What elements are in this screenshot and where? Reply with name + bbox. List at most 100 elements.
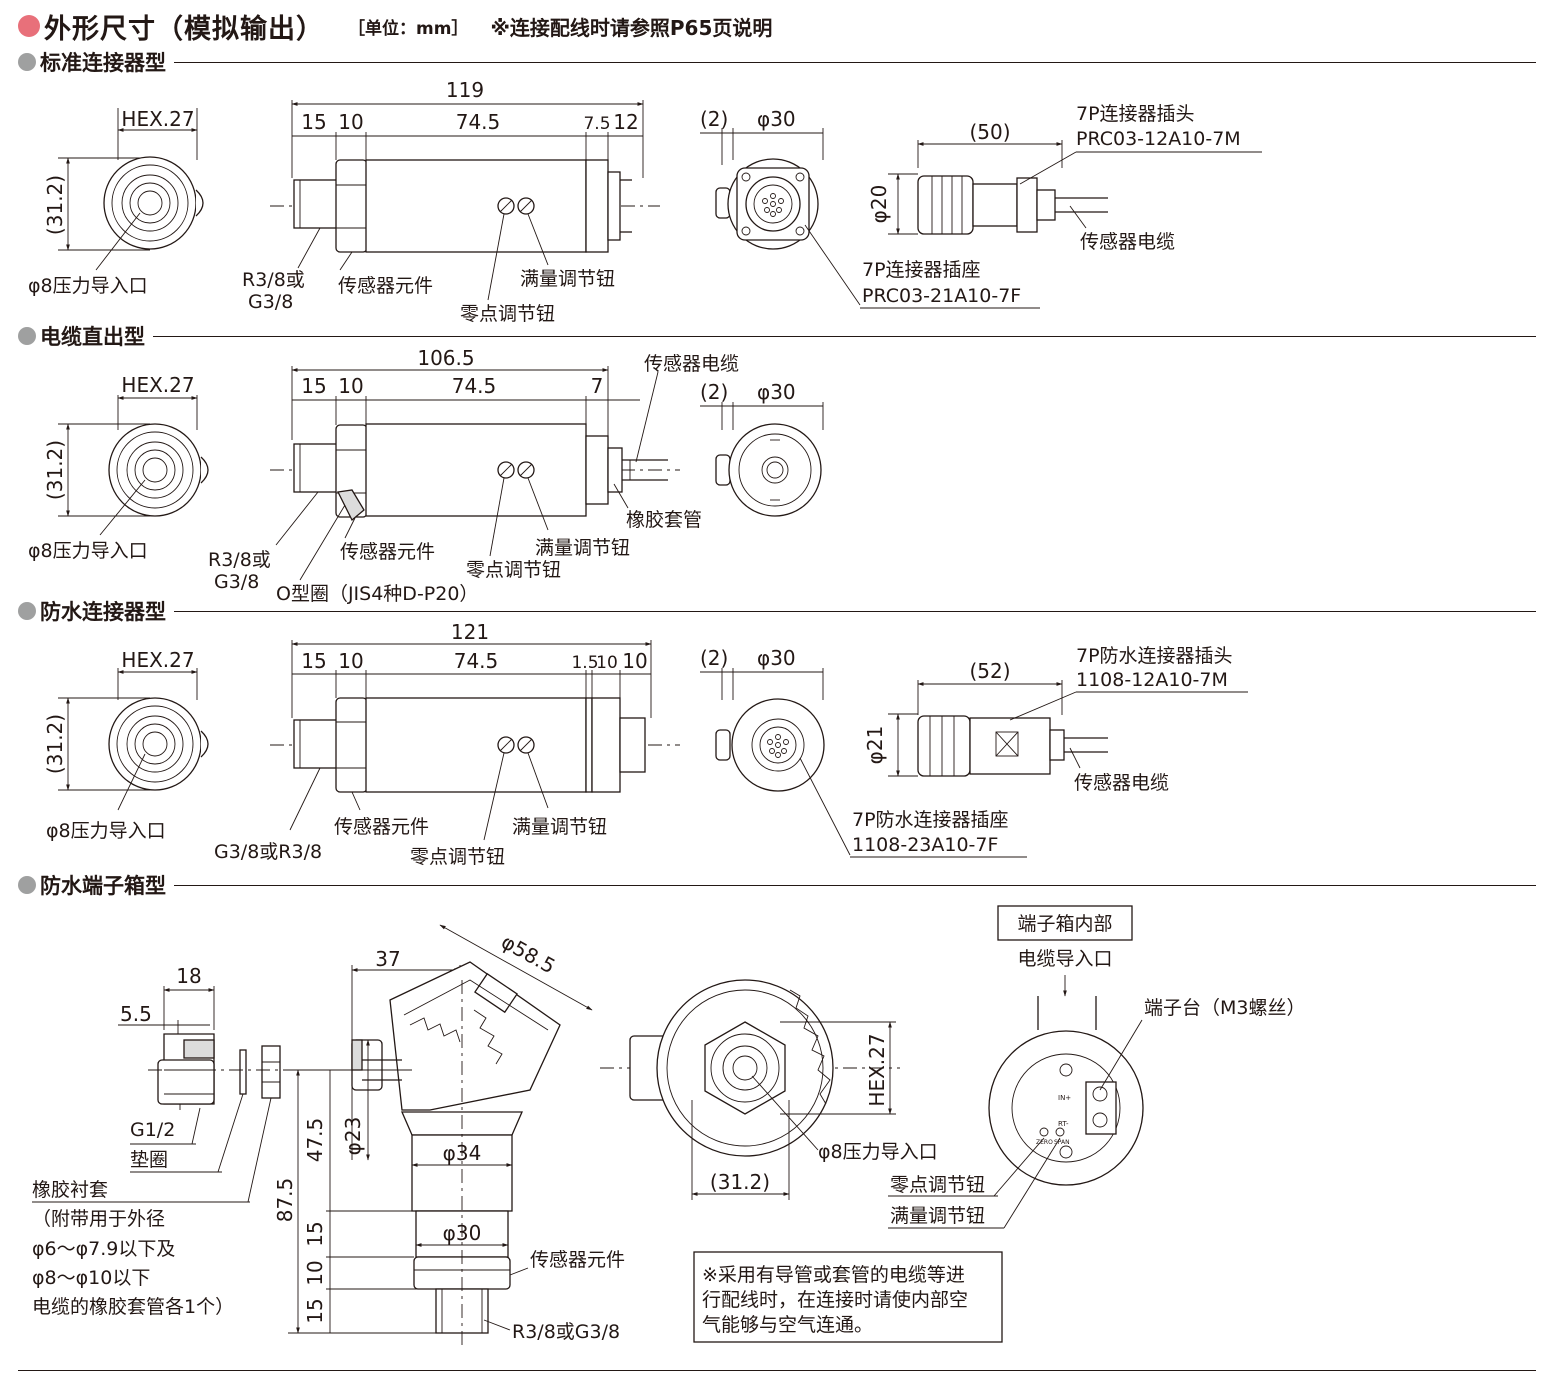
- wp-socket-label: 7P防水连接器插座: [852, 809, 1009, 831]
- section-header-waterproof: 防水连接器型: [18, 598, 1536, 624]
- section-title-standard: 标准连接器型: [40, 51, 166, 75]
- section-header-terminal: 防水端子箱型: [18, 872, 1536, 898]
- page-title: 外形尺寸（模拟输出）: [44, 13, 324, 45]
- wp-len-e: 10: [596, 653, 618, 673]
- wp-len-a: 15: [301, 649, 326, 673]
- cable-inlet-label: φ8压力导入口: [28, 540, 148, 562]
- std-len-c: 74.5: [456, 110, 501, 134]
- std-height-dim: (31.2): [43, 175, 67, 235]
- bushing-label-3: φ6～φ7.9以下及: [32, 1238, 175, 1260]
- terminal-dim-875: 87.5: [273, 1178, 297, 1223]
- standard-front-view: HEX.27 (31.2) φ8压力导入口: [28, 107, 204, 297]
- terminal-inside-view: 端子箱内部 电缆导入口 IN+ RT- ZERO SPAN 端子台（M3螺丝） …: [888, 905, 1305, 1229]
- section-bullet-icon: [18, 53, 36, 71]
- cable-len-a: 15: [301, 374, 326, 398]
- cable-hex-dim: HEX.27: [121, 373, 194, 397]
- title-bullet-icon: [18, 15, 40, 37]
- standard-end-view: (2) φ30 7P连接器插座 PRC03-21A10-7F: [700, 107, 1040, 309]
- std-end-dim-b: φ30: [757, 107, 796, 131]
- std-len-a: 15: [301, 110, 326, 134]
- bottom-divider: [18, 1370, 1536, 1371]
- cable-span-label: 满量调节钮: [535, 537, 630, 559]
- wp-len-d: 1.5: [571, 653, 598, 673]
- section-divider: [174, 884, 1536, 886]
- wp-len-total: 121: [451, 620, 489, 644]
- remark-line-1: ※采用有导管或套管的电缆等进: [702, 1264, 965, 1286]
- cable-end-view: (2) φ30: [700, 380, 824, 517]
- wp-plug-part: 1108-12A10-7M: [1076, 669, 1228, 691]
- gland-thread-label: G1/2: [130, 1119, 175, 1141]
- terminal-block-label: 端子台（M3螺丝）: [1144, 997, 1305, 1019]
- wp-sensor-label: 传感器元件: [334, 816, 429, 838]
- section-title-cable: 电缆直出型: [40, 325, 145, 349]
- terminal-rt-minus: RT-: [1058, 1120, 1069, 1128]
- terminal-gland-parts: 18 5.5 G1/2 垫圈 橡胶衬套 （附带用于外径 φ6～φ7.9以下及 φ…: [32, 964, 292, 1318]
- wp-span-label: 满量调节钮: [512, 816, 607, 838]
- std-socket-part: PRC03-21A10-7F: [862, 285, 1021, 307]
- std-sensor-label: 传感器元件: [338, 275, 433, 297]
- wp-len-f: 10: [622, 649, 647, 673]
- terminal-span-label: 满量调节钮: [890, 1205, 985, 1227]
- wp-len-b: 10: [338, 649, 363, 673]
- wp-height-dim: (31.2): [43, 714, 67, 774]
- std-inlet-label: φ8压力导入口: [28, 275, 148, 297]
- std-plug-dia: φ20: [867, 185, 891, 224]
- wp-zero-label: 零点调节钮: [410, 846, 505, 868]
- page-header: 外形尺寸（模拟输出） ［单位：mm］ ※连接配线时请参照P65页说明: [18, 6, 772, 46]
- standard-side-view: 119 15 10 74.5 7.5 12 R3/8或 G3/8 传感器元件 满…: [242, 78, 660, 325]
- terminal-dim-15a: 15: [303, 1221, 327, 1246]
- terminal-hex-dim: HEX.27: [865, 1033, 889, 1106]
- cable-front-view: HEX.27 (31.2) φ8压力导入口: [28, 373, 209, 562]
- cable-end-dim-b: φ30: [757, 380, 796, 404]
- std-len-e: 12: [613, 110, 638, 134]
- std-plug-label: 7P连接器插头: [1076, 103, 1195, 125]
- std-len-d: 7.5: [583, 114, 610, 134]
- bushing-label-2: （附带用于外径: [32, 1208, 165, 1230]
- std-plug-len: (50): [969, 120, 1010, 144]
- terminal-dim-head: φ58.5: [497, 929, 559, 978]
- terminal-front-view: HEX.27 (31.2) φ8压力导入口: [600, 979, 938, 1200]
- wp-cable-label: 传感器电缆: [1074, 772, 1169, 794]
- waterproof-front-view: HEX.27 (31.2) φ8压力导入口: [43, 648, 209, 842]
- terminal-span-small: SPAN: [1054, 1139, 1070, 1146]
- cable-len-d: 7: [591, 374, 604, 398]
- section-bullet-icon: [18, 327, 36, 345]
- gland-dim-a: 18: [176, 964, 201, 988]
- std-len-total: 119: [446, 78, 484, 102]
- terminal-height-dim: (31.2): [710, 1170, 770, 1194]
- std-hex-dim: HEX.27: [121, 107, 194, 131]
- cable-sensor-label: 传感器元件: [340, 541, 435, 563]
- wp-end-dim-a: (2): [700, 646, 728, 670]
- std-end-dim-a: (2): [700, 107, 728, 131]
- terminal-side-view: 37 φ58.5 φ23 φ34 φ30 87.5: [273, 924, 625, 1345]
- wp-hex-dim: HEX.27: [121, 648, 194, 672]
- wp-socket-part: 1108-23A10-7F: [852, 834, 998, 856]
- terminal-zero-label: 零点调节钮: [890, 1174, 985, 1196]
- std-plug-part: PRC03-12A10-7M: [1076, 128, 1241, 150]
- terminal-inside-title: 端子箱内部: [1017, 913, 1112, 935]
- cable-len-c: 74.5: [452, 374, 497, 398]
- terminal-dim-30: φ30: [443, 1221, 482, 1245]
- gland-dim-b: 5.5: [120, 1002, 152, 1026]
- cable-side-view: 106.5 15 10 74.5 7 传感器电缆 橡胶套管 R3/8或 G3/8: [208, 346, 739, 605]
- std-zero-label: 零点调节钮: [460, 303, 555, 325]
- terminal-cable-inlet: 电缆导入口: [1017, 948, 1112, 970]
- section-title-waterproof: 防水连接器型: [40, 600, 166, 624]
- section-bullet-icon: [18, 602, 36, 620]
- terminal-thread-label: R3/8或G3/8: [512, 1321, 620, 1343]
- terminal-dim-34: φ34: [443, 1141, 482, 1165]
- terminal-dim-37: 37: [375, 947, 400, 971]
- cable-oring-label: O型圈（JIS4种D-P20）: [276, 583, 478, 605]
- std-thread-line2: G3/8: [248, 291, 293, 313]
- unit-label: ［单位：mm］: [348, 18, 469, 39]
- std-len-b: 10: [338, 110, 363, 134]
- cable-rubber-label: 橡胶套管: [626, 509, 702, 531]
- terminal-sensor-label: 传感器元件: [530, 1249, 625, 1271]
- terminal-remark-box: ※采用有导管或套管的电缆等进 行配线时，在连接时请使内部空 气能够与空气连通。: [693, 1251, 1003, 1343]
- remark-line-3: 气能够与空气连通。: [702, 1314, 873, 1336]
- std-thread-line1: R3/8或: [242, 269, 305, 291]
- section-title-terminal: 防水端子箱型: [40, 874, 166, 898]
- section-divider: [174, 61, 1536, 63]
- cable-zero-label: 零点调节钮: [466, 559, 561, 581]
- std-cable-label: 传感器电缆: [1080, 231, 1175, 253]
